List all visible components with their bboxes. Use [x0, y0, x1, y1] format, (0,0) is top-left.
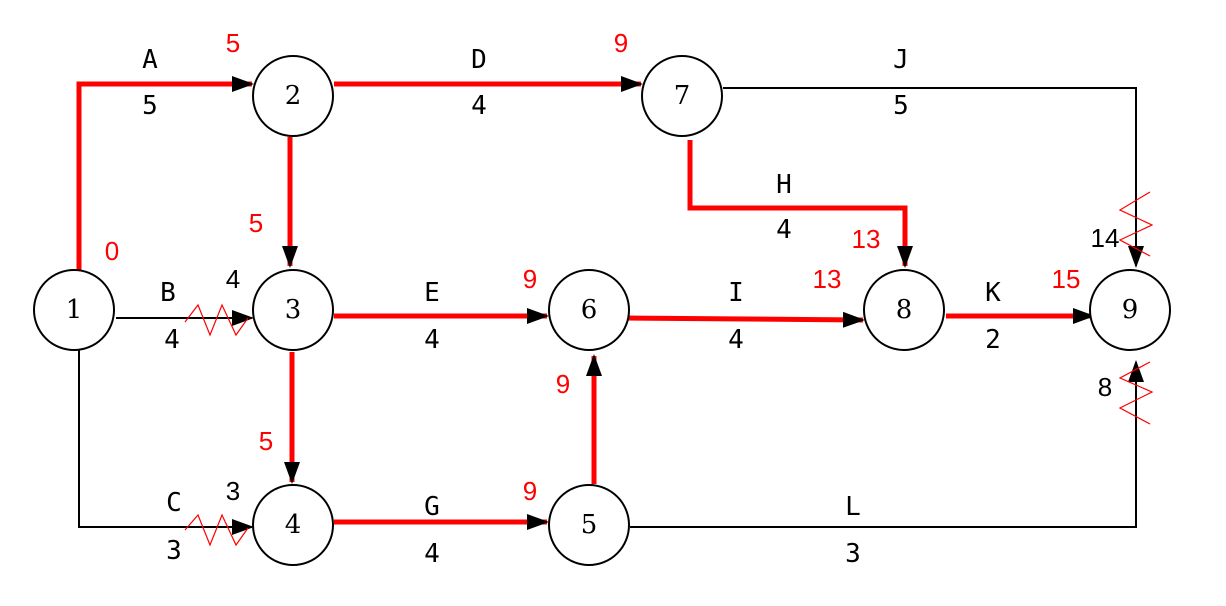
time-H-in: 13	[852, 224, 881, 254]
time-dummy-5-6: 9	[556, 369, 570, 399]
node-5-label: 5	[581, 510, 598, 540]
node-5: 5	[548, 484, 630, 566]
time-I-in: 13	[813, 264, 842, 294]
activity-G-duration: 4	[424, 539, 440, 569]
time-node-9: 15	[1052, 264, 1081, 294]
time-node-1: 0	[105, 236, 119, 266]
activity-K-duration: 2	[985, 325, 1001, 355]
time-J-in: 14	[1091, 223, 1120, 253]
zigzag-B	[184, 303, 249, 337]
time-node-7: 9	[614, 28, 628, 58]
edge-L	[630, 360, 1144, 528]
time-dummy-2-3: 5	[249, 208, 263, 238]
activity-J-name: J	[893, 45, 909, 75]
node-2-label: 2	[285, 81, 302, 111]
node-3-label: 3	[285, 295, 302, 325]
activity-A-duration: 5	[142, 91, 158, 121]
activity-L-duration: 3	[845, 539, 861, 569]
node-7: 7	[641, 55, 723, 137]
activity-D-duration: 4	[471, 91, 487, 121]
activity-K-name: K	[985, 278, 1001, 308]
activity-E-name: E	[424, 278, 440, 308]
time-node-5: 9	[523, 476, 537, 506]
time-L-in: 8	[1098, 372, 1112, 402]
zigzag-J	[1118, 191, 1154, 257]
node-8: 8	[863, 269, 945, 351]
activity-G-name: G	[424, 492, 440, 522]
activity-E-duration: 4	[424, 325, 440, 355]
node-8-label: 8	[896, 295, 913, 325]
zigzag-C	[184, 513, 249, 547]
activity-J-duration: 5	[893, 91, 909, 121]
time-node-2: 5	[226, 28, 240, 58]
node-1-label: 1	[66, 295, 83, 325]
time-C-in: 3	[226, 476, 240, 506]
activity-I-name: I	[728, 278, 744, 308]
activity-C-duration: 3	[166, 536, 182, 566]
node-2: 2	[252, 55, 334, 137]
edge-H	[687, 140, 913, 268]
activity-B-name: B	[160, 278, 176, 308]
edge-C	[78, 350, 254, 535]
activity-I-duration: 4	[728, 325, 744, 355]
activity-C-name: C	[166, 488, 182, 518]
time-B-in: 4	[226, 264, 240, 294]
node-9: 9	[1089, 269, 1171, 351]
time-dummy-3-4: 5	[259, 426, 273, 456]
edge-J	[723, 87, 1144, 268]
node-6-label: 6	[581, 295, 598, 325]
activity-A-name: A	[142, 45, 158, 75]
edge-A	[76, 76, 254, 270]
zigzag-L	[1118, 361, 1154, 425]
node-4-label: 4	[285, 510, 302, 540]
activity-L-name: L	[845, 492, 861, 522]
activity-H-duration: 4	[776, 215, 792, 245]
activity-B-duration: 4	[164, 325, 180, 355]
time-node-6: 9	[523, 264, 537, 294]
node-7-label: 7	[674, 81, 691, 111]
node-1: 1	[33, 269, 115, 351]
node-3: 3	[252, 269, 334, 351]
edge-I	[625, 311, 865, 328]
activity-D-name: D	[471, 45, 487, 75]
node-4: 4	[252, 484, 334, 566]
node-9-label: 9	[1122, 295, 1139, 325]
node-6: 6	[548, 269, 630, 351]
activity-H-name: H	[776, 170, 792, 200]
